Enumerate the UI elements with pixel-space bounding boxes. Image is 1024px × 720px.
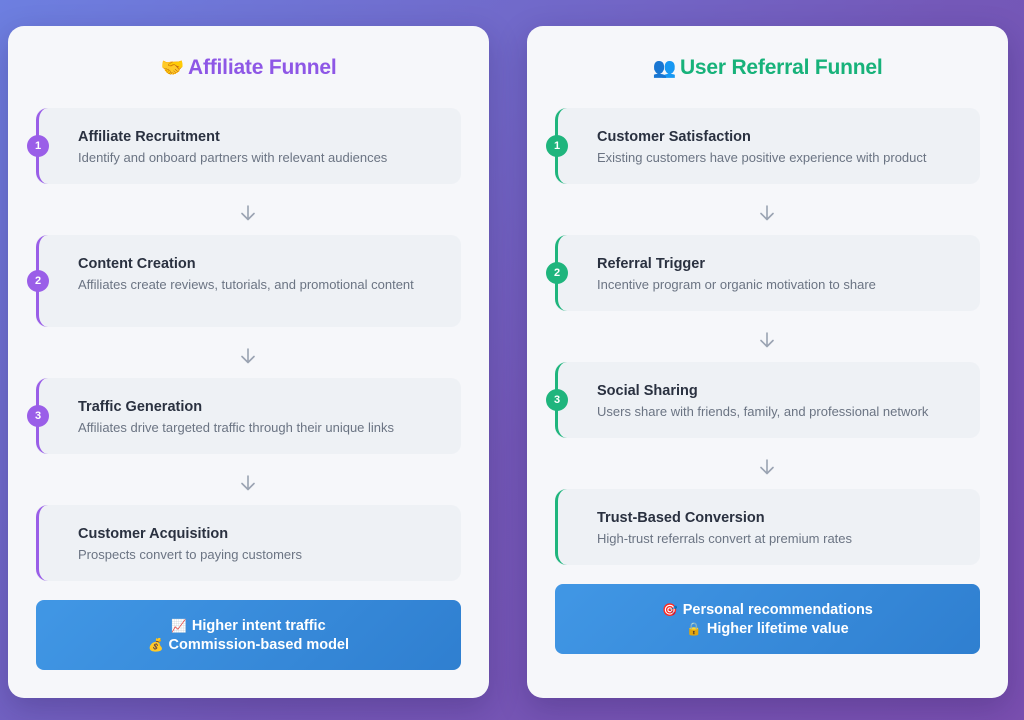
step-title: Social Sharing: [597, 383, 698, 399]
users-icon: 👥: [652, 58, 676, 79]
step-title: Content Creation: [78, 256, 196, 272]
step-description: Prospects convert to paying customers: [78, 547, 302, 562]
step-title: Traffic Generation: [78, 399, 203, 415]
step-title: Customer Satisfaction: [597, 129, 751, 145]
step-description: Users share with friends, family, and pr…: [597, 404, 929, 419]
affiliate-step-content: 2 Content Creation Affiliates create rev…: [27, 235, 461, 327]
arrow-down-icon: [238, 203, 258, 223]
referral-funnel-title: 👥User Referral Funnel: [527, 56, 1008, 80]
arrow-down-icon: [238, 346, 258, 366]
arrow-down-icon: [757, 457, 777, 477]
summary-line: 🔒Higher lifetime value: [686, 620, 849, 637]
referral-summary-box: 🎯Personal recommendations 🔒Higher lifeti…: [555, 584, 980, 654]
affiliate-funnel-card: 🤝Affiliate Funnel 1 Affiliate Recruitmen…: [8, 26, 489, 698]
step-title: Referral Trigger: [597, 256, 705, 272]
affiliate-funnel-title: 🤝Affiliate Funnel: [8, 56, 489, 80]
handshake-icon: 🤝: [160, 58, 185, 79]
chart-up-icon: 📈: [171, 618, 187, 633]
step-number-badge: 1: [27, 135, 49, 157]
step-title: Affiliate Recruitment: [78, 129, 220, 145]
step-number-badge: 2: [546, 262, 568, 284]
step-description: Identify and onboard partners with relev…: [78, 150, 388, 165]
arrow-down-icon: [238, 473, 258, 493]
affiliate-step-traffic: 3 Traffic Generation Affiliates drive ta…: [27, 378, 461, 454]
step-description: Existing customers have positive experie…: [597, 150, 927, 165]
summary-line: 📈Higher intent traffic: [171, 617, 326, 634]
referral-title-text: User Referral Funnel: [679, 56, 883, 79]
referral-step-satisfaction: 1 Customer Satisfaction Existing custome…: [546, 108, 980, 184]
step-title: Customer Acquisition: [78, 526, 229, 542]
affiliate-step-acquisition: Customer Acquisition Prospects convert t…: [36, 505, 461, 581]
step-number-badge: 1: [546, 135, 568, 157]
step-number-badge: 3: [27, 405, 49, 427]
lock-icon: 🔒: [686, 621, 702, 636]
referral-step-sharing: 3 Social Sharing Users share with friend…: [546, 362, 980, 438]
step-description: High-trust referrals convert at premium …: [597, 531, 853, 546]
step-number-badge: 2: [27, 270, 49, 292]
referral-step-trigger: 2 Referral Trigger Incentive program or …: [546, 235, 980, 311]
referral-funnel-card: 👥User Referral Funnel 1 Customer Satisfa…: [527, 26, 1008, 698]
referral-step-conversion: Trust-Based Conversion High-trust referr…: [555, 489, 980, 565]
step-number-badge: 3: [546, 389, 568, 411]
affiliate-summary-box: 📈Higher intent traffic 💰Commission-based…: [36, 600, 461, 670]
summary-line: 💰Commission-based model: [147, 636, 350, 653]
money-bag-icon: 💰: [147, 637, 164, 652]
step-title: Trust-Based Conversion: [597, 510, 765, 526]
step-description: Incentive program or organic motivation …: [597, 277, 876, 292]
affiliate-step-recruitment: 1 Affiliate Recruitment Identify and onb…: [27, 108, 461, 184]
affiliate-title-text: Affiliate Funnel: [188, 56, 337, 79]
step-description: Affiliates create reviews, tutorials, an…: [78, 277, 414, 292]
target-icon: 🎯: [662, 602, 678, 617]
summary-line: 🎯Personal recommendations: [662, 601, 873, 618]
arrow-down-icon: [757, 330, 777, 350]
arrow-down-icon: [757, 203, 777, 223]
step-description: Affiliates drive targeted traffic throug…: [78, 420, 395, 435]
